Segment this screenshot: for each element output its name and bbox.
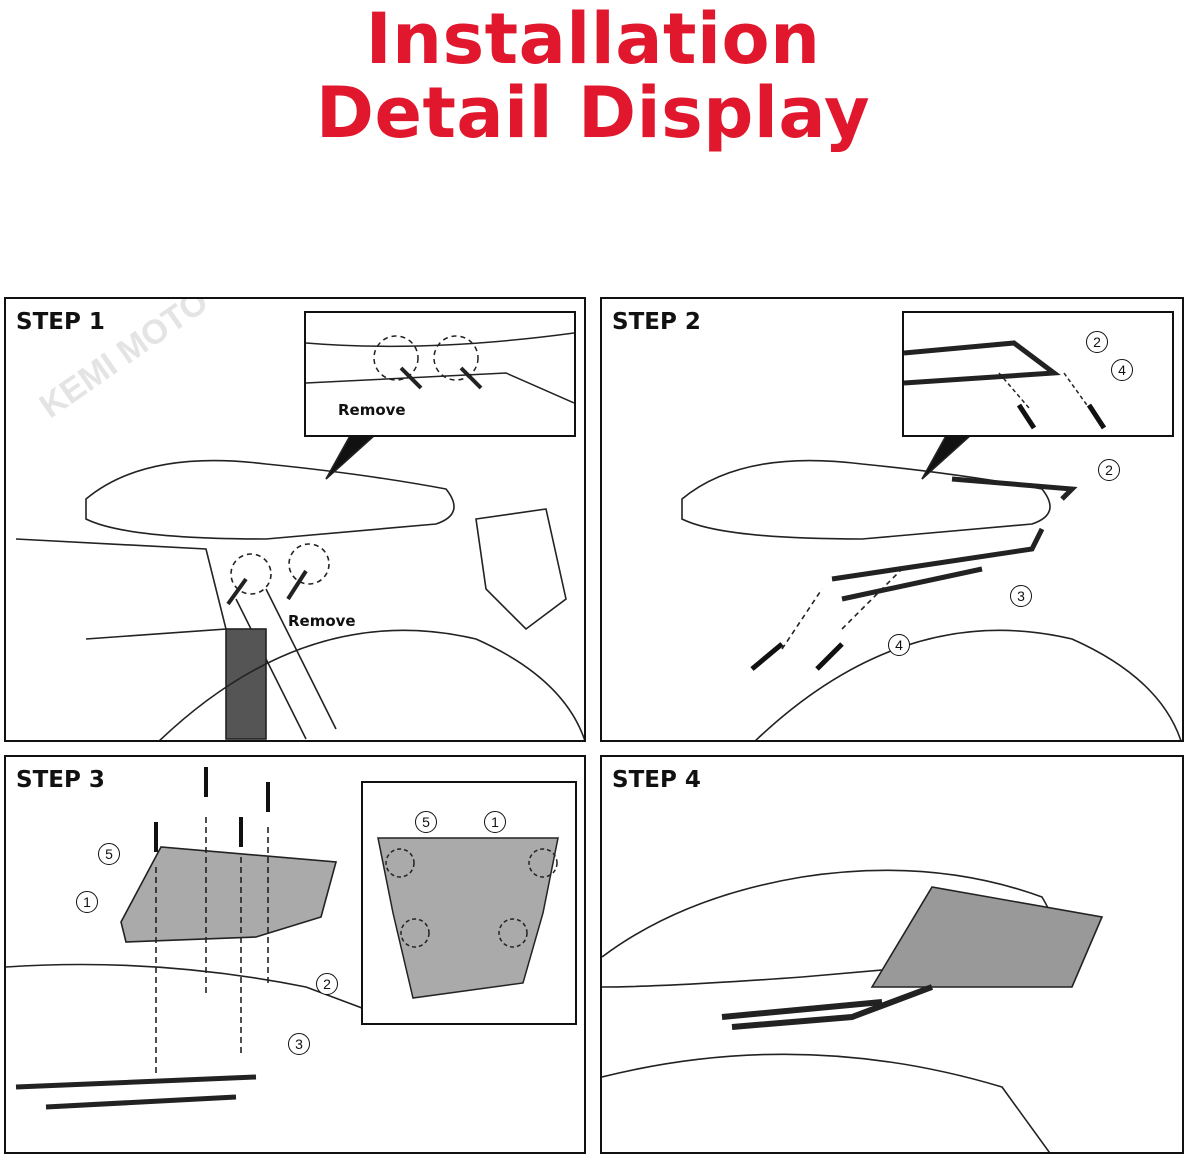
- callout-3: 3: [288, 1033, 310, 1055]
- step-2-label: STEP 2: [612, 309, 701, 335]
- title-line-2: Detail Display: [315, 72, 871, 154]
- step-3-drawing: [6, 767, 387, 1110]
- step-2-drawing: [681, 433, 1182, 740]
- step-4-drawing: [602, 869, 1104, 1152]
- remove-label-inset: Remove: [338, 401, 406, 419]
- callout-2: 2: [316, 973, 338, 995]
- step-2-panel: STEP 2 2 4 2 3 4: [600, 297, 1184, 742]
- step-1-panel: STEP 1 KEMI MOTO Remove Remove: [4, 297, 586, 742]
- step-1-inset: Remove: [304, 311, 576, 437]
- step-3-label: STEP 3: [16, 767, 105, 793]
- callout-3: 3: [1010, 585, 1032, 607]
- callout-5: 5: [415, 811, 437, 833]
- callout-2: 2: [1086, 331, 1108, 353]
- step-1-label: STEP 1: [16, 309, 105, 335]
- callout-5: 5: [98, 843, 120, 865]
- step-3-panel: STEP 3 5 1 2 3 5 1: [4, 755, 586, 1154]
- step-4-panel: STEP 4: [600, 755, 1184, 1154]
- remove-label-main: Remove: [288, 612, 356, 630]
- step-1-drawing: [15, 433, 584, 740]
- callout-4: 4: [888, 634, 910, 656]
- step-4-label: STEP 4: [612, 767, 701, 793]
- title-line-1: Installation: [365, 0, 821, 80]
- step-2-inset: [902, 311, 1174, 437]
- callout-1: 1: [484, 811, 506, 833]
- callout-2: 2: [1098, 459, 1120, 481]
- callout-1: 1: [76, 891, 98, 913]
- callout-4: 4: [1111, 359, 1133, 381]
- step-3-inset: [361, 781, 577, 1025]
